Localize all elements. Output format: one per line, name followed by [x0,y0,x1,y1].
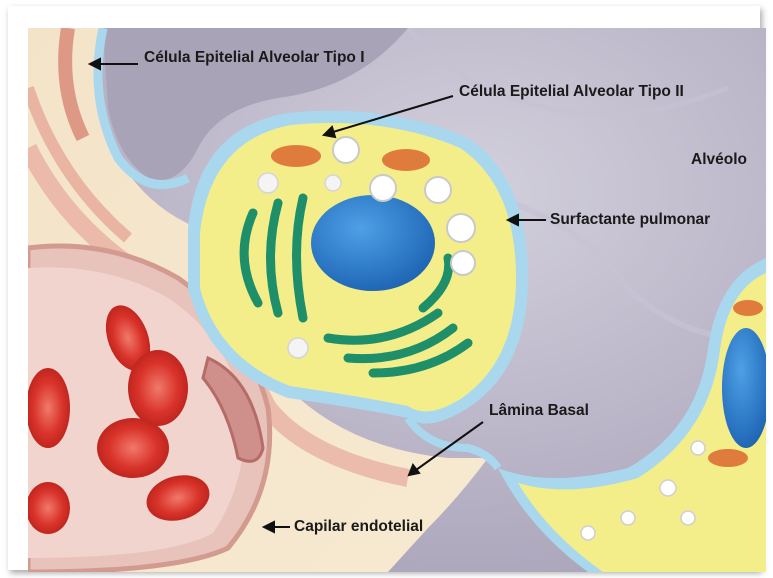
erythrocyte [128,350,188,426]
nucleus [311,195,435,291]
label-basal-lamina: Lâmina Basal [489,403,589,419]
alveolus-illustration [28,28,766,572]
mitochondrion [382,149,430,171]
erythrocyte [28,482,70,534]
label-alveolus: Alvéolo [691,152,747,168]
mitochondrion [271,145,321,167]
neighbour-mitochondrion [708,449,748,467]
erythrocyte [28,368,70,448]
label-type-i-cell: Célula Epitelial Alveolar Tipo I [144,50,365,66]
label-type-ii-cell: Célula Epitelial Alveolar Tipo II [459,84,684,100]
figure-frame: Célula Epitelial Alveolar Tipo I Célula … [8,6,760,570]
label-surfactant: Surfactante pulmonar [550,212,710,228]
neighbour-mitochondrion [733,300,763,316]
erythrocyte [97,418,169,478]
label-capillary: Capilar endotelial [294,519,423,535]
